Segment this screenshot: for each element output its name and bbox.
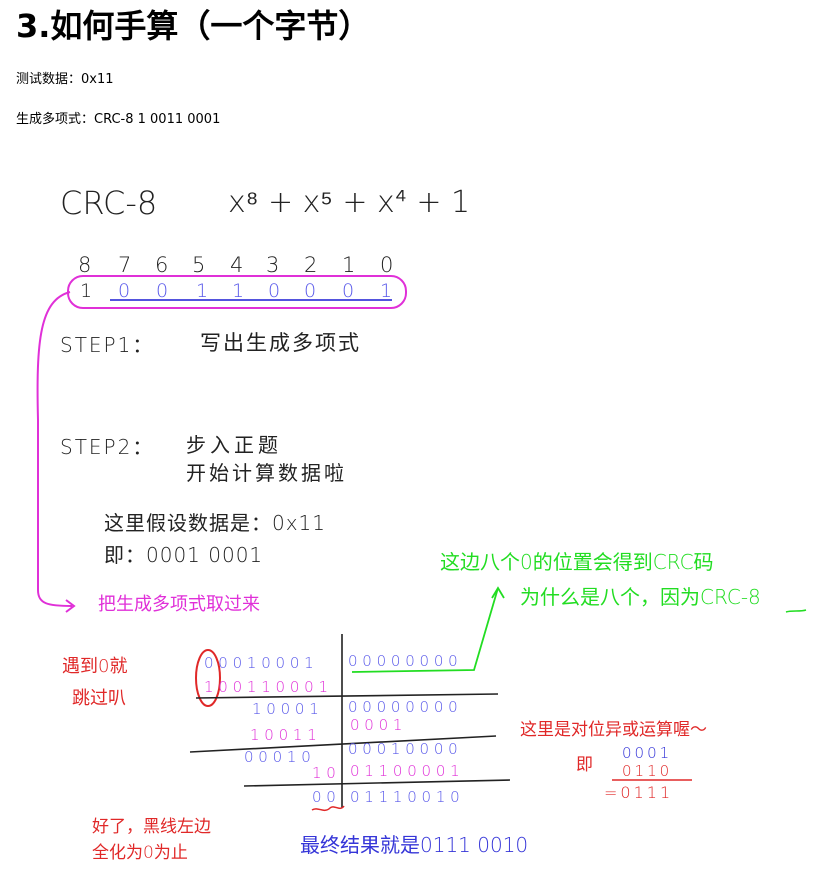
bit-position: 7 bbox=[118, 253, 131, 277]
magenta-arrow bbox=[36, 291, 73, 607]
xor-note: 这里是对位异或运算喔～ bbox=[520, 720, 707, 740]
division-rows: 0 0 0 1 0 0 0 1 0 0 0 0 0 0 0 0 1 0 0 1 … bbox=[204, 652, 460, 806]
bit-value: 1 bbox=[380, 280, 392, 302]
page-title: 3.如何手算（一个字节） bbox=[16, 7, 371, 45]
bit-values: 1 0 0 1 1 0 0 0 1 bbox=[80, 280, 392, 302]
xor-ie: 即 bbox=[576, 755, 593, 775]
bit-value: 0 bbox=[304, 280, 316, 302]
final-result: 最终结果就是0111 0010 bbox=[300, 833, 528, 857]
row-left: 1 0 bbox=[312, 764, 336, 782]
bit-position: 4 bbox=[230, 253, 243, 277]
take-poly-note: 把生成多项式取过来 bbox=[98, 594, 260, 615]
row-right: 0 0 0 0 0 0 0 0 bbox=[348, 652, 458, 670]
step2-text-a: 步入正题 bbox=[186, 433, 282, 457]
xor-result: =0111 bbox=[604, 783, 673, 802]
bit-value: 1 bbox=[232, 280, 244, 302]
step1-label: STEP1： bbox=[60, 333, 154, 357]
green-underline bbox=[785, 609, 807, 613]
bit-value: 1 bbox=[80, 280, 92, 302]
red-note-c: 好了，黑线左边 bbox=[92, 817, 211, 837]
row-right: 0 1 1 0 0 0 0 1 bbox=[350, 762, 460, 780]
bit-position: 6 bbox=[155, 253, 168, 277]
bit-value: 0 bbox=[156, 280, 168, 302]
bit-value: 0 bbox=[268, 280, 280, 302]
step2-text-b: 开始计算数据啦 bbox=[186, 461, 347, 485]
test-data-line: 测试数据：0x11 bbox=[16, 72, 114, 87]
polynomial-label: x⁸ + x⁵ + x⁴ + 1 bbox=[228, 185, 470, 220]
red-squiggle bbox=[311, 805, 345, 812]
row-left: 0 0 0 1 0 0 0 1 bbox=[204, 654, 314, 672]
bit-value: 1 bbox=[196, 280, 208, 302]
divider-line bbox=[243, 779, 511, 787]
ie-line: 即：0001 0001 bbox=[104, 543, 263, 567]
row-left: 1 0 0 1 1 0 0 0 1 bbox=[204, 678, 328, 696]
crc-label: CRC-8 bbox=[60, 184, 157, 222]
row-right: 0 1 1 1 0 0 1 0 bbox=[350, 788, 460, 806]
row-left: 1 0 0 0 1 bbox=[252, 700, 319, 718]
xor-a: 0001 bbox=[622, 744, 672, 762]
generator-line: 生成多项式：CRC-8 1 0011 0001 bbox=[16, 112, 221, 127]
bit-position: 3 bbox=[266, 253, 279, 277]
green-arrow bbox=[351, 587, 499, 673]
red-note-b: 跳过叭 bbox=[72, 688, 126, 709]
magenta-arrowhead bbox=[65, 599, 76, 613]
bit-position: 0 bbox=[380, 253, 393, 277]
green-note-a: 这边八个0的位置会得到CRC码 bbox=[440, 550, 714, 574]
green-arrowhead bbox=[491, 586, 505, 599]
row-right: 0 0 0 1 bbox=[350, 716, 402, 734]
row-left: 0 0 bbox=[312, 788, 336, 806]
bit-position: 8 bbox=[78, 253, 91, 277]
row-left: 0 0 0 1 0 bbox=[244, 748, 311, 766]
bit-position: 5 bbox=[192, 253, 205, 277]
divider-line bbox=[195, 693, 499, 699]
green-note-b: 为什么是八个，因为CRC-8 bbox=[520, 585, 761, 609]
red-note-a: 遇到0就 bbox=[62, 656, 127, 677]
divider-line bbox=[189, 735, 497, 753]
bit-value: 0 bbox=[118, 280, 130, 302]
red-ellipse bbox=[195, 649, 221, 707]
row-right: 0 0 0 0 0 0 0 0 bbox=[348, 698, 458, 716]
red-note-d: 全化为0为止 bbox=[92, 843, 188, 863]
bit-positions: 8 7 6 5 4 3 2 1 0 bbox=[78, 253, 393, 277]
bit-position: 1 bbox=[342, 253, 355, 277]
bit-position: 2 bbox=[304, 253, 317, 277]
row-left: 1 0 0 1 1 bbox=[250, 726, 317, 744]
step1-text: 写出生成多项式 bbox=[200, 331, 361, 355]
step2-label: STEP2： bbox=[60, 435, 154, 459]
bit-value: 0 bbox=[342, 280, 354, 302]
row-right: 0 0 0 1 0 0 0 0 bbox=[348, 740, 458, 758]
assume-text: 这里假设数据是：0x11 bbox=[104, 511, 326, 535]
xor-b: 0110 bbox=[622, 762, 672, 780]
